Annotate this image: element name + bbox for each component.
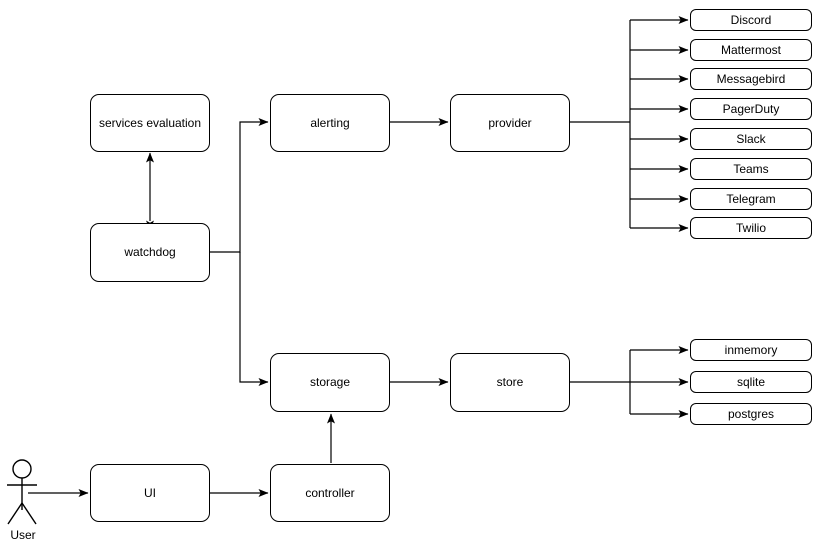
store-node-postgres[interactable]: postgres <box>690 403 812 425</box>
node-storage[interactable]: storage <box>270 353 390 412</box>
node-label: inmemory <box>724 342 778 357</box>
node-label: Twilio <box>735 220 766 235</box>
edge-watchdog-alerting <box>210 118 269 253</box>
edge-watchdog-storage <box>239 252 269 386</box>
node-label: UI <box>144 485 156 500</box>
node-label: storage <box>309 375 351 390</box>
node-label: services evaluation <box>98 115 202 130</box>
node-watchdog[interactable]: watchdog <box>90 223 210 282</box>
provider-node-discord[interactable]: Discord <box>690 9 812 31</box>
node-label: store <box>496 375 524 390</box>
node-label: PagerDuty <box>722 101 780 116</box>
node-label: Mattermost <box>720 42 781 57</box>
node-label: Telegram <box>726 191 776 206</box>
node-ui[interactable]: UI <box>90 464 210 522</box>
node-provider[interactable]: provider <box>450 94 570 152</box>
node-controller[interactable]: controller <box>270 464 390 522</box>
node-label: Discord <box>730 12 772 27</box>
node-label: alerting <box>310 115 350 130</box>
node-store[interactable]: store <box>450 353 570 412</box>
provider-node-twilio[interactable]: Twilio <box>690 217 812 239</box>
stick-figure-actor-icon <box>7 459 37 525</box>
provider-node-mattermost[interactable]: Mattermost <box>690 39 812 61</box>
node-label: Slack <box>736 131 766 146</box>
provider-node-messagebird[interactable]: Messagebird <box>690 68 812 90</box>
node-services-evaluation[interactable]: services evaluation <box>90 94 210 152</box>
node-label: provider <box>488 115 532 130</box>
node-label: watchdog <box>124 245 176 260</box>
provider-node-slack[interactable]: Slack <box>690 128 812 150</box>
provider-node-teams[interactable]: Teams <box>690 158 812 180</box>
node-label: postgres <box>727 406 775 421</box>
actor-label-user: User <box>10 528 36 542</box>
node-label: Messagebird <box>716 71 786 86</box>
provider-node-pagerduty[interactable]: PagerDuty <box>690 98 812 120</box>
node-label: Teams <box>733 161 769 176</box>
provider-node-telegram[interactable]: Telegram <box>690 188 812 210</box>
node-label: controller <box>305 485 355 500</box>
store-node-inmemory[interactable]: inmemory <box>690 339 812 361</box>
node-label: sqlite <box>736 374 765 389</box>
store-node-sqlite[interactable]: sqlite <box>690 371 812 393</box>
node-alerting[interactable]: alerting <box>270 94 390 152</box>
